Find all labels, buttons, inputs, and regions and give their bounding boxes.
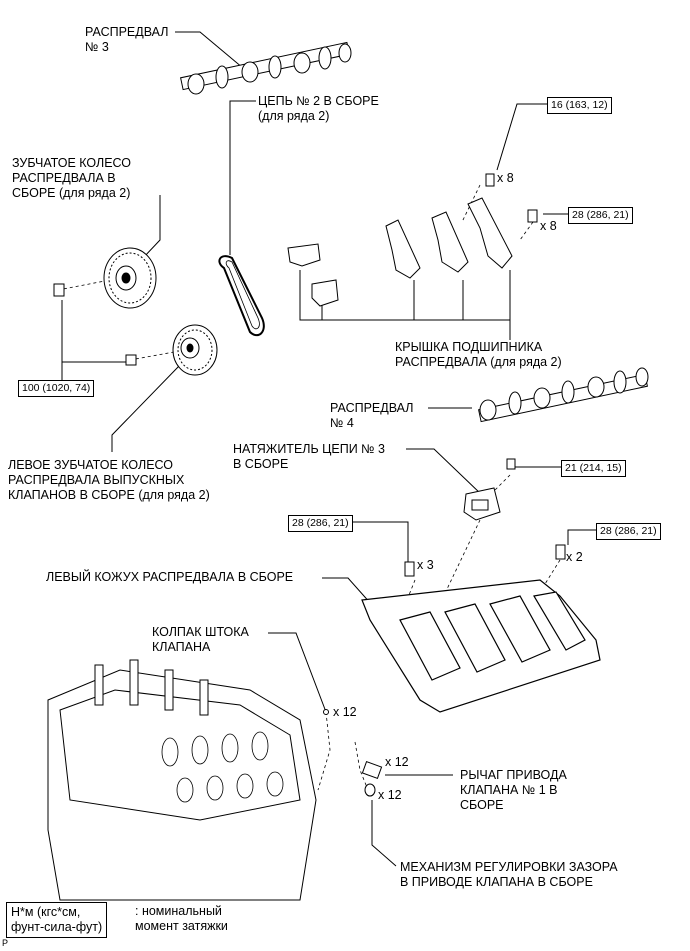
cam-housing-shape xyxy=(361,579,601,713)
torque-28-b: 28 (286, 21) xyxy=(288,515,353,532)
leader-chain2 xyxy=(229,100,256,255)
legend-unit-box: Н*м (кгс*см, фунт-сила-фут) xyxy=(6,902,108,938)
legend-description: : номинальный момент затяжки xyxy=(135,904,228,933)
rocker-lash-shapes xyxy=(323,709,383,797)
cam-gear-shape xyxy=(103,247,157,309)
leader-lash xyxy=(371,800,397,867)
leader-tensioner3 xyxy=(406,448,483,496)
label-tensioner-3: НАТЯЖИТЕЛЬ ЦЕПИ № 3 В СБОРЕ xyxy=(233,442,386,471)
label-cam-gear: ЗУБЧАТОЕ КОЛЕСО РАСПРЕДВАЛА В СБОРЕ (для… xyxy=(12,156,132,200)
leader-bearing-cap xyxy=(299,270,511,340)
torque-21: 21 (214, 15) xyxy=(561,460,626,477)
bolt-shapes xyxy=(53,173,566,577)
label-lash-adjuster: МЕХАНИЗМ РЕГУЛИРОВКИ ЗАЗОРА В ПРИВОДЕ КЛ… xyxy=(400,860,618,889)
exhaust-gear-shape xyxy=(172,324,218,376)
bearing-cap-shapes xyxy=(287,197,513,307)
leader-camshaft3 xyxy=(175,31,244,69)
engine-block-shape xyxy=(47,659,317,901)
leader-t28c xyxy=(567,529,596,545)
label-left-cam-housing: ЛЕВЫЙ КОЖУХ РАСПРЕДВАЛА В СБОРЕ xyxy=(46,570,294,584)
leader-cam-gear xyxy=(142,195,161,259)
tensioner-shape xyxy=(463,487,501,521)
leader-left-exhaust-gear xyxy=(111,364,181,452)
qty-x12-b: x 12 xyxy=(385,755,409,769)
label-valve-stem-cap: КОЛПАК ШТОКА КЛАПАНА xyxy=(152,625,249,654)
torque-100: 100 (1020, 74) xyxy=(18,380,95,397)
corner-mark: P xyxy=(2,938,9,948)
leader-t16 xyxy=(496,103,547,171)
qty-x3: x 3 xyxy=(417,558,434,572)
chain-2-shape xyxy=(218,255,265,337)
label-rocker-arm: РЫЧАГ ПРИВОДА КЛАПАНА № 1 В СБОРЕ xyxy=(460,768,567,812)
torque-28-a: 28 (286, 21) xyxy=(568,207,633,224)
leader-left-housing xyxy=(322,577,373,606)
qty-x12-c: x 12 xyxy=(378,788,402,802)
torque-28-c: 28 (286, 21) xyxy=(596,523,661,540)
label-camshaft-3: РАСПРЕДВАЛ № 3 xyxy=(85,25,169,54)
label-camshaft-4: РАСПРЕДВАЛ № 4 xyxy=(330,401,414,430)
qty-x12-a: x 12 xyxy=(333,705,357,719)
qty-x8-a: x 8 xyxy=(497,171,514,185)
leader-t28b xyxy=(353,521,409,562)
torque-16: 16 (163, 12) xyxy=(547,97,612,114)
label-chain-2: ЦЕПЬ № 2 В СБОРЕ (для ряда 2) xyxy=(258,94,379,123)
leader-valve-stem xyxy=(268,632,327,713)
qty-x8-b: x 8 xyxy=(540,219,557,233)
qty-x2: x 2 xyxy=(566,550,583,564)
label-left-exhaust-gear: ЛЕВОЕ ЗУБЧАТОЕ КОЛЕСО РАСПРЕДВАЛА ВЫПУСК… xyxy=(8,458,210,502)
camshaft-4-shape xyxy=(478,367,649,423)
camshaft-3-shape xyxy=(180,41,352,95)
label-bearing-cap: КРЫШКА ПОДШИПНИКА РАСПРЕДВАЛА (для ряда … xyxy=(395,340,562,369)
leader-t100 xyxy=(61,300,130,363)
